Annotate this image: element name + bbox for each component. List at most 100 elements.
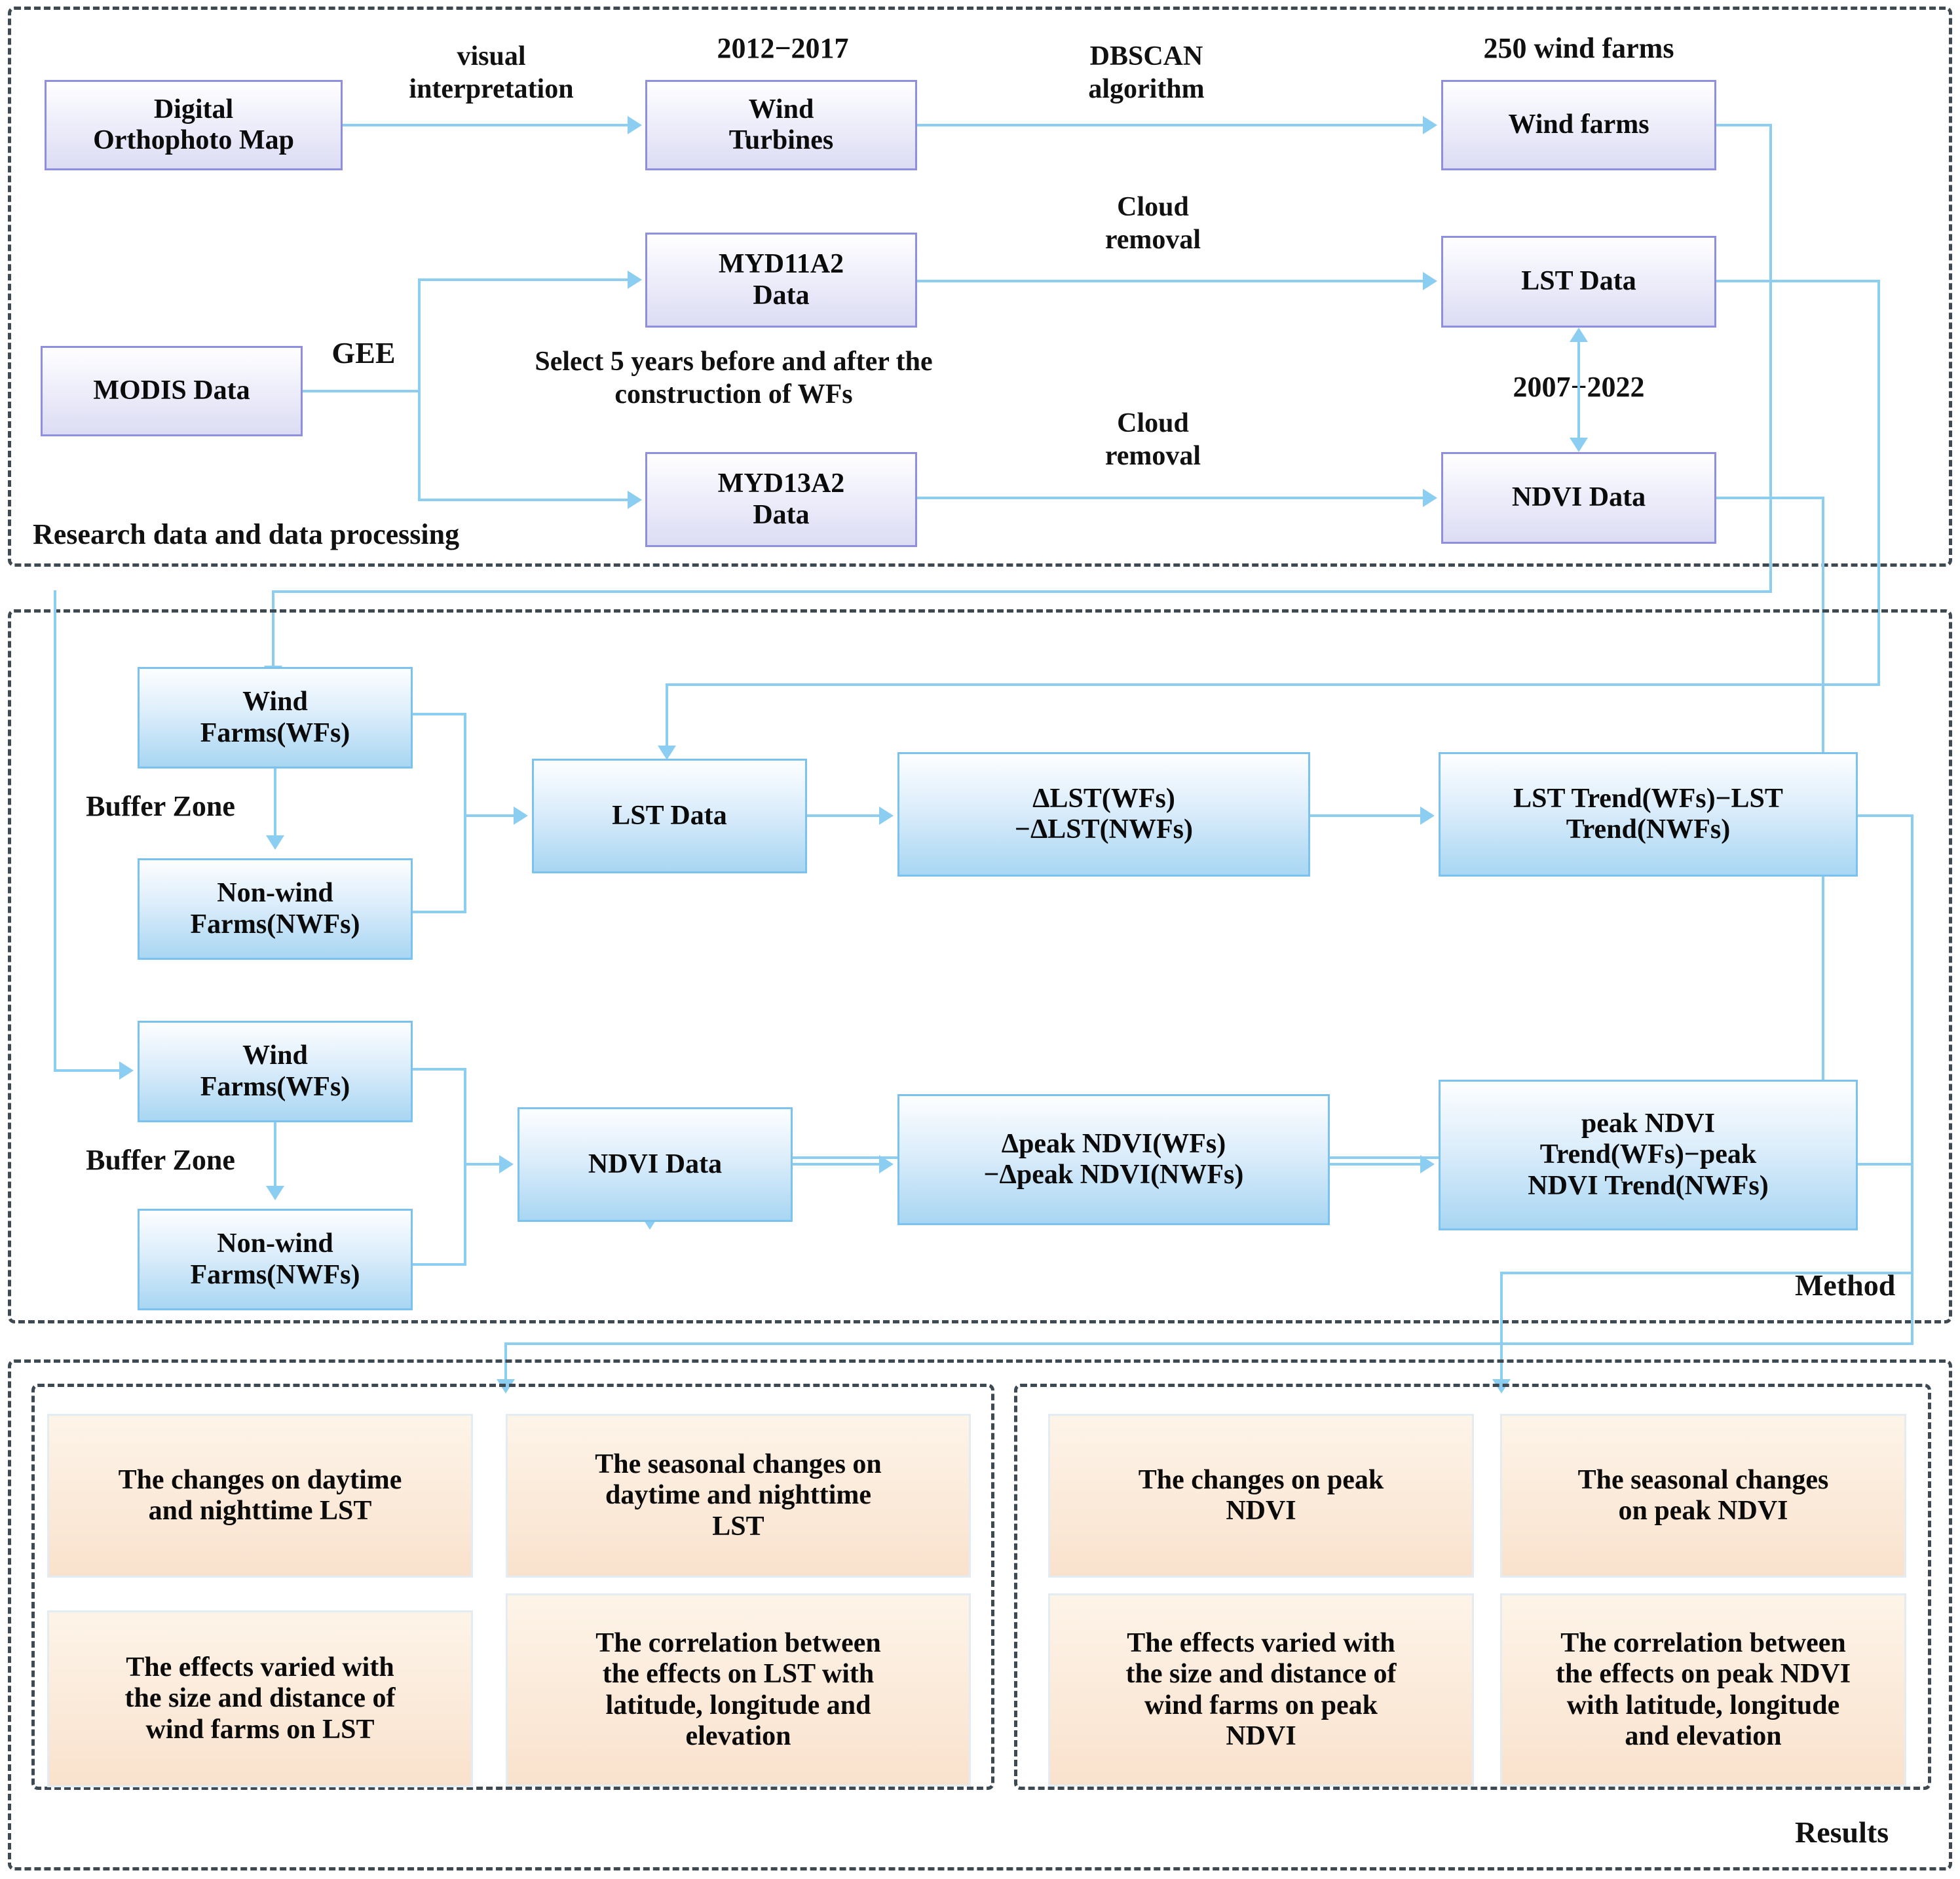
connector-windfarms-to-ndvi-wfs-vertical [54,590,56,1072]
connector-windfarms-right [1716,124,1772,126]
box-method-lst-wind-farms: Wind Farms(WFs) [138,667,413,769]
connector-lst-ndvi-double [1577,341,1580,439]
connector-ndvi-nwf-right [413,1263,466,1266]
result-box-ndvi-seasonal: The seasonal changes on peak NDVI [1500,1414,1906,1578]
box-myd11a2-data: MYD11A2 Data [645,233,917,328]
label-cloud-removal-ndvi: Cloud removal [1104,408,1201,471]
arrow-dom-to-turbines [628,116,642,134]
label-cloud-removal-lst: Cloud removal [1104,192,1201,255]
connector-ndvidata-to-delta [793,1163,879,1166]
box-method-lst-data: LST Data [532,759,807,873]
box-modis-data: MODIS Data [41,346,303,436]
box-method-lst-non-wind-farms: Non-wind Farms(NWFs) [138,858,413,960]
connector-myd11a2-to-lst [917,280,1423,282]
box-ndvi-data-source: NDVI Data [1441,452,1716,544]
box-method-ndvi-data: NDVI Data [518,1107,793,1222]
box-method-delta-peak-ndvi: Δpeak NDVI(WFs) −Δpeak NDVI(NWFs) [897,1094,1330,1225]
arrow-ndvidelta-to-trend [1420,1155,1435,1173]
connector-lstdata-to-delta [807,814,879,817]
connector-ndvi-wf-to-nwf [274,1122,276,1188]
result-box-lst-seasonal: The seasonal changes on daytime and nigh… [506,1414,971,1578]
box-lst-data-source: LST Data [1441,236,1716,328]
connector-ndvidelta-to-trend [1330,1163,1420,1166]
label-buffer-zone-lst: Buffer Zone [86,790,235,822]
label-gee: GEE [331,336,396,370]
section-frame-results [8,1359,1952,1870]
connector-dom-to-turbines [343,124,628,126]
connector-lst-merge-to-data [464,814,514,817]
arrow-lstdata-to-delta [879,807,894,825]
connector-lsttrend-right [1858,814,1913,817]
connector-lsttrend-to-results [504,1342,1913,1345]
section-frame-method [8,609,1952,1323]
results-subframe-ndvi [1014,1384,1931,1790]
connector-delta-to-trend [1310,814,1420,817]
arrow-up-to-lst [1570,328,1588,342]
arrow-myd13a2-to-ndvi [1423,489,1437,507]
label-years-2012-2017: 2012−2017 [717,32,849,64]
connector-ndvitrend-drop-results [1500,1272,1503,1383]
arrow-delta-to-trend [1420,807,1435,825]
connector-lstdata-to-method [666,683,1880,686]
connector-ndvi-merge-vertical [464,1068,466,1266]
connector-ndvitrend-down [1911,1163,1913,1274]
connector-ndvitrend-right [1858,1163,1913,1166]
result-box-ndvi-correlation: The correlation between the effects on p… [1500,1593,1906,1787]
arrow-ndvi-wf-to-nwf [266,1186,284,1200]
connector-ndvi-merge-to-data [464,1163,499,1166]
connector-modis-split-vertical [418,278,421,501]
connector-lstdata-drop [666,683,668,749]
section-frame-data [8,7,1952,567]
arrow-down-to-ndvi [1570,438,1588,452]
connector-windfarms-to-ndvi-wfs [54,1069,119,1072]
connector-lsttrend-drop-results [504,1342,507,1383]
box-method-peak-ndvi-trend: peak NDVI Trend(WFs)−peak NDVI Trend(NWF… [1439,1080,1858,1230]
arrow-windfarms-to-ndvi-wfs [119,1061,134,1080]
arrow-ndvi-merge-to-data [499,1155,514,1173]
result-box-ndvi-changes: The changes on peak NDVI [1048,1414,1474,1578]
box-method-delta-lst: ΔLST(WFs) −ΔLST(NWFs) [897,752,1310,877]
box-method-ndvi-non-wind-farms: Non-wind Farms(NWFs) [138,1209,413,1310]
section-label-data: Research data and data processing [33,518,460,550]
result-box-ndvi-size-distance: The effects varied with the size and dis… [1048,1593,1474,1787]
connector-lstdata-down [1877,280,1880,686]
connector-windfarms-to-method-left [272,590,1772,593]
connector-modis-to-myd11a2 [418,278,628,281]
connector-lst-nwf-right [413,911,466,913]
connector-lst-wf-to-nwf [274,769,276,837]
box-method-ndvi-wind-farms: Wind Farms(WFs) [138,1021,413,1122]
connector-ndvidata-right [1716,497,1824,499]
connector-lsttrend-down [1911,814,1913,1345]
result-box-lst-size-distance: The effects varied with the size and dis… [47,1610,473,1787]
connector-windfarms-down [1769,124,1772,593]
connector-windfarms-drop-into-wfs [272,590,274,669]
connector-modis-out [303,390,421,392]
box-myd13a2-data: MYD13A2 Data [645,452,917,547]
result-box-lst-correlation: The correlation between the effects on L… [506,1593,971,1787]
box-wind-farms: Wind farms [1441,80,1716,170]
label-visual-interpretation: visual interpretation [409,41,574,104]
result-box-lst-changes: The changes on daytime and nighttime LST [47,1414,473,1578]
connector-lstdata-right [1716,280,1880,282]
box-digital-orthophoto-map: Digital Orthophoto Map [45,80,343,170]
arrow-lst-merge-to-data [514,807,528,825]
arrow-lst-wf-to-nwf [266,835,284,850]
connector-lst-wf-right [413,713,466,715]
connector-turbines-to-farms [917,124,1423,126]
connector-modis-to-myd13a2 [418,499,628,501]
arrow-modis-to-myd13a2 [628,491,642,509]
label-buffer-zone-ndvi: Buffer Zone [86,1144,235,1176]
arrow-ndvidata-to-delta [879,1155,894,1173]
arrow-myd11a2-to-lst [1423,272,1437,290]
label-dbscan-algorithm: DBSCAN algorithm [1088,41,1205,104]
label-250-wind-farms: 250 wind farms [1483,32,1674,64]
box-wind-turbines: Wind Turbines [645,80,917,170]
connector-ndvi-wf-right [413,1068,466,1071]
section-label-results: Results [1795,1815,1889,1849]
arrow-modis-to-myd11a2 [628,271,642,289]
arrow-turbines-to-farms [1423,116,1437,134]
connector-lst-merge-vertical [464,713,466,913]
arrow-into-method-lstdata [658,746,676,760]
label-select-5-years: Select 5 years before and after the cons… [535,347,933,409]
